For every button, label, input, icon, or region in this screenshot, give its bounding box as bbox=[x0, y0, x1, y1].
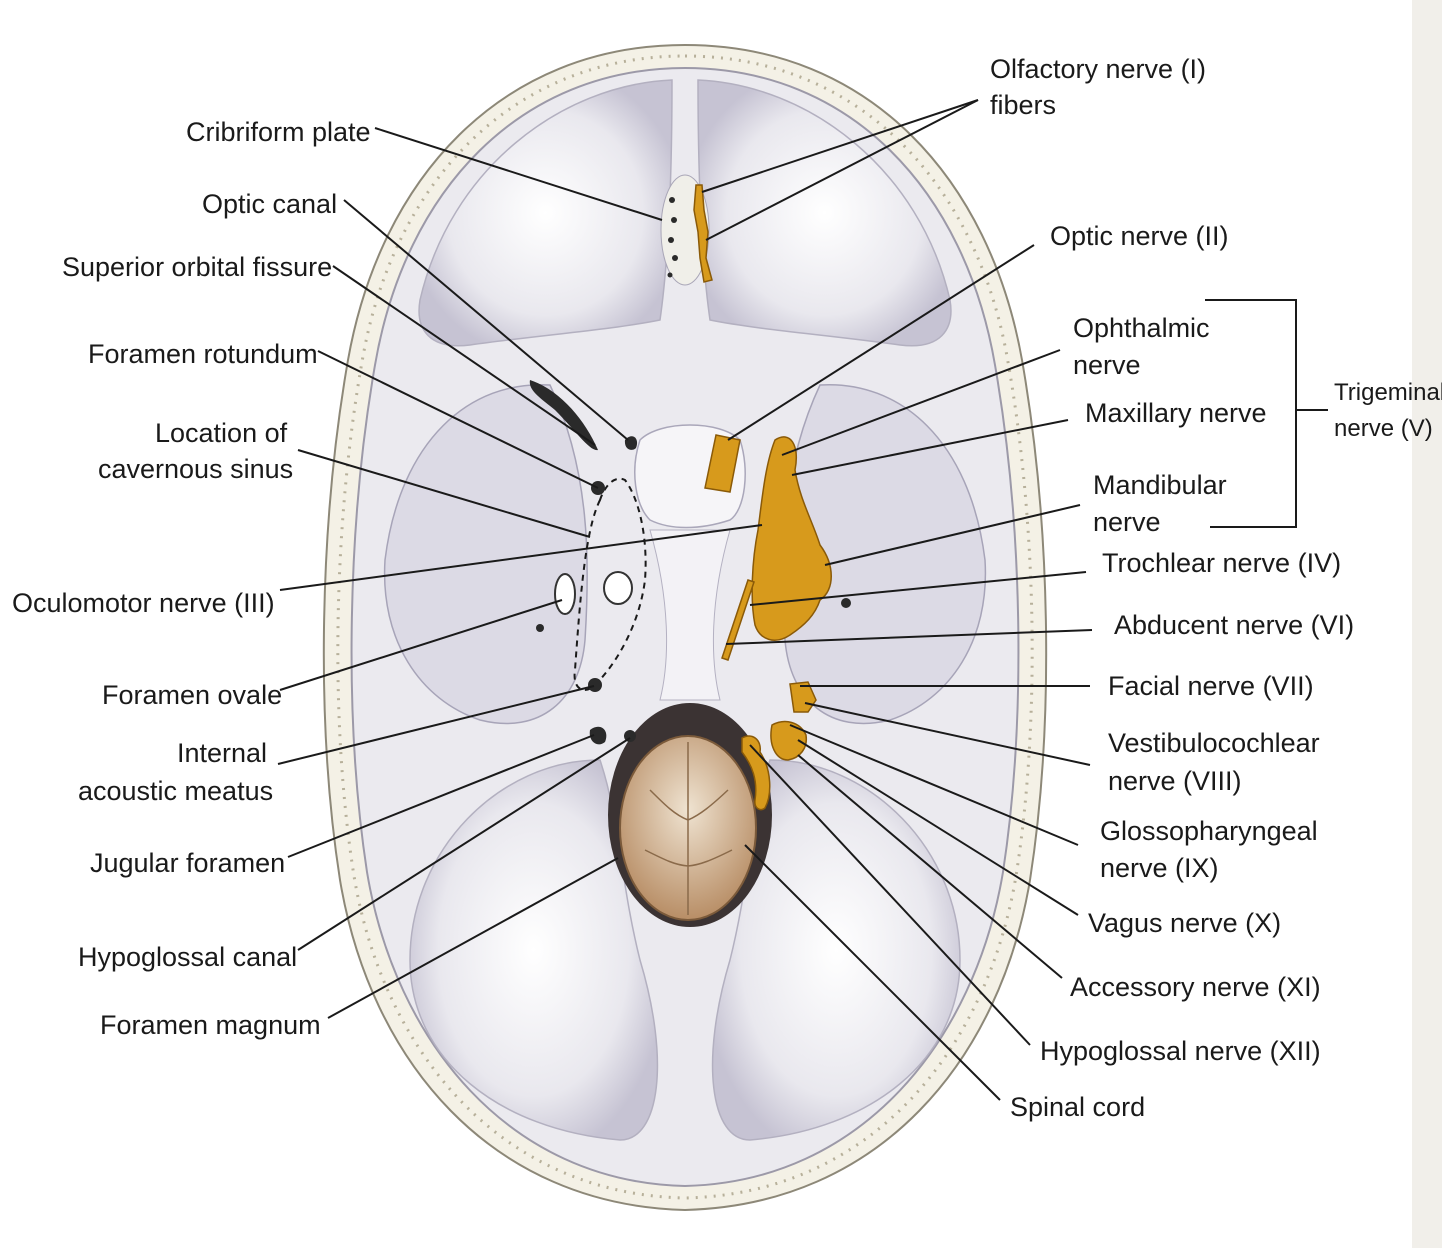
leader-foramen-ovale bbox=[279, 599, 563, 691]
clivus bbox=[649, 529, 731, 701]
label-olfactory-nerve-line2: fibers bbox=[990, 90, 1056, 120]
label-glossopharyngeal-nerve-line1: Glossopharyngeal bbox=[1100, 816, 1318, 846]
label-ophthalmic-nerve-line2: nerve bbox=[1073, 350, 1141, 380]
label-oculomotor-nerve: Oculomotor nerve (III) bbox=[12, 588, 275, 618]
page-margin bbox=[1412, 0, 1442, 1248]
leader-olfactory-2 bbox=[705, 99, 979, 241]
leader-hypoglossal-nerve bbox=[749, 744, 1031, 1046]
leader-optic-nerve bbox=[727, 244, 1035, 441]
leader-oculomotor-nerve bbox=[279, 524, 763, 591]
label-vestibulocochlear-nerve-line1: Vestibulocochlear bbox=[1108, 728, 1320, 758]
accessory-nerve bbox=[741, 735, 771, 811]
label-jugular-foramen: Jugular foramen bbox=[90, 848, 285, 878]
label-mandibular-nerve-line2: nerve bbox=[1093, 507, 1161, 537]
label-cavernous-sinus-line2: cavernous sinus bbox=[98, 454, 293, 484]
leader-maxillary-nerve bbox=[791, 419, 1069, 476]
label-cribriform-plate: Cribriform plate bbox=[186, 117, 371, 147]
foramen-ovale-left bbox=[554, 573, 576, 615]
leader-foramen-magnum bbox=[327, 857, 619, 1019]
skull-base bbox=[322, 43, 1048, 1212]
olfactory-nerve-fibers bbox=[693, 184, 713, 283]
leader-cribriform-plate bbox=[374, 127, 663, 221]
leader-vagus-nerve bbox=[797, 739, 1079, 916]
label-trigeminal-nerve-line1: Trigeminal bbox=[1334, 379, 1442, 406]
label-trochlear-nerve: Trochlear nerve (IV) bbox=[1102, 548, 1341, 578]
label-internal-acoustic-meatus-line2: acoustic meatus bbox=[78, 776, 273, 806]
label-superior-orbital-fissure: Superior orbital fissure bbox=[62, 252, 332, 282]
label-abducent-nerve: Abducent nerve (VI) bbox=[1114, 610, 1354, 640]
label-cavernous-sinus-line1: Location of bbox=[155, 418, 288, 448]
leader-cavernous-sinus bbox=[297, 449, 591, 538]
internal-acoustic-meatus-left bbox=[588, 678, 602, 692]
label-foramen-magnum: Foramen magnum bbox=[100, 1010, 321, 1040]
leader-internal-acoustic-meatus bbox=[277, 685, 595, 765]
label-accessory-nerve: Accessory nerve (XI) bbox=[1070, 972, 1321, 1002]
trigeminal-nerve bbox=[751, 436, 832, 641]
label-foramen-ovale: Foramen ovale bbox=[102, 680, 282, 710]
posterior-fossa-right bbox=[711, 759, 961, 1141]
leader-spinal-cord bbox=[744, 844, 1001, 1101]
foramen-spinosum-left bbox=[603, 571, 633, 605]
label-foramen-rotundum: Foramen rotundum bbox=[88, 339, 318, 369]
label-trigeminal-nerve-line2: nerve (V) bbox=[1334, 415, 1433, 442]
leader-mandibular-nerve bbox=[824, 504, 1081, 566]
leader-trochlear-nerve bbox=[749, 571, 1087, 606]
label-vagus-nerve: Vagus nerve (X) bbox=[1088, 908, 1281, 938]
label-optic-canal: Optic canal bbox=[202, 189, 337, 219]
label-hypoglossal-canal: Hypoglossal canal bbox=[78, 942, 297, 972]
labels-left: Cribriform plate Optic canal Superior or… bbox=[12, 117, 371, 1040]
spinal-cord-sulci bbox=[644, 742, 733, 915]
label-maxillary-nerve: Maxillary nerve bbox=[1085, 398, 1267, 428]
label-ophthalmic-nerve-line1: Ophthalmic bbox=[1073, 313, 1210, 343]
superior-orbital-fissure-left bbox=[529, 380, 598, 451]
leader-accessory-nerve bbox=[797, 754, 1063, 979]
label-spinal-cord: Spinal cord bbox=[1010, 1092, 1145, 1122]
leader-lines bbox=[277, 99, 1328, 1101]
label-mandibular-nerve-line1: Mandibular bbox=[1093, 470, 1227, 500]
trigeminal-bracket bbox=[1205, 299, 1328, 528]
leader-ophthalmic-nerve bbox=[781, 349, 1061, 456]
jugular-foramen-left bbox=[589, 726, 607, 745]
leader-optic-canal bbox=[343, 199, 629, 441]
leader-vestibulocochlear-nerve bbox=[804, 702, 1091, 766]
leader-glossopharyngeal-nerve bbox=[789, 724, 1079, 846]
leader-superior-orbital-fissure bbox=[332, 265, 596, 446]
leader-abducent-nerve bbox=[725, 629, 1093, 645]
leader-olfactory-1 bbox=[701, 99, 979, 193]
foramen-right-small bbox=[841, 598, 851, 608]
label-vestibulocochlear-nerve-line2: nerve (VIII) bbox=[1108, 766, 1242, 796]
leader-hypoglossal-canal bbox=[297, 737, 631, 951]
leader-foramen-rotundum bbox=[317, 350, 599, 489]
cavernous-sinus-outline bbox=[573, 477, 647, 691]
label-facial-nerve: Facial nerve (VII) bbox=[1108, 671, 1314, 701]
posterior-fossa-left bbox=[409, 759, 659, 1141]
label-optic-nerve: Optic nerve (II) bbox=[1050, 221, 1229, 251]
skull-rim-texture bbox=[336, 54, 1034, 1200]
leader-jugular-foramen bbox=[287, 734, 595, 858]
foramen-left-small bbox=[536, 624, 544, 632]
label-glossopharyngeal-nerve-line2: nerve (IX) bbox=[1100, 853, 1219, 883]
middle-fossa-left bbox=[383, 384, 588, 725]
label-olfactory-nerve-line1: Olfactory nerve (I) bbox=[990, 54, 1206, 84]
abducent-nerve bbox=[721, 579, 755, 661]
labels-right: Olfactory nerve (I) fibers Optic nerve (… bbox=[990, 54, 1442, 1122]
label-hypoglossal-nerve: Hypoglossal nerve (XII) bbox=[1040, 1036, 1321, 1066]
vestibulocochlear-glossopharyngeal-vagus bbox=[770, 720, 808, 761]
label-internal-acoustic-meatus-line1: Internal bbox=[177, 738, 267, 768]
